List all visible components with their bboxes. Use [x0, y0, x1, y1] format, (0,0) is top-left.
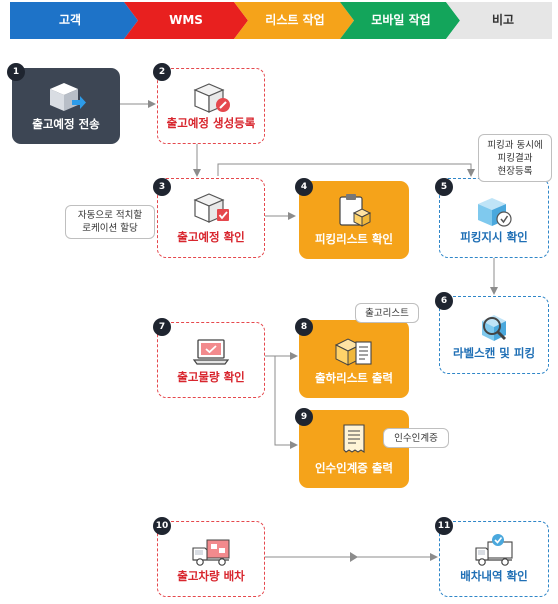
- stage-list-label: 리스트 작업: [265, 13, 325, 27]
- truck-check-icon: [472, 534, 516, 572]
- step-5-number: 5: [435, 178, 453, 196]
- handover-text: 인수인계증: [394, 432, 438, 444]
- step-2-number: 2: [153, 63, 171, 81]
- stage-chevrons: [10, 2, 552, 39]
- box-send-icon: [46, 80, 86, 118]
- step-7-label: 출고물량 확인: [177, 370, 245, 384]
- receipt-icon: [334, 422, 374, 460]
- step-9-label: 인수인계증 출력: [314, 461, 394, 475]
- picking-note-line3: 현장등록: [497, 165, 533, 177]
- box-edit-icon: [191, 81, 231, 119]
- step-4-check-picking-list[interactable]: 피킹리스트 확인: [299, 181, 409, 259]
- step-7-check-shipment-volume[interactable]: 출고물량 확인: [157, 322, 265, 398]
- picking-note-line1: 피킹과 동시에: [487, 139, 543, 151]
- step-9-print-handover-slip[interactable]: 인수인계증 출력: [299, 410, 409, 488]
- auto-location-line2: 로케이션 할당: [82, 223, 138, 234]
- auto-location-line1: 자동으로 적치할: [77, 210, 143, 221]
- stage-mobile-label: 모바일 작업: [371, 13, 431, 27]
- step-3-label: 출고예정 확인: [177, 230, 245, 244]
- step-8-number: 8: [295, 318, 313, 336]
- step-11-check-dispatch-history[interactable]: 배차내역 확인: [439, 521, 549, 597]
- stage-customer-label: 고객: [58, 13, 82, 27]
- step-4-label: 피킹리스트 확인: [314, 232, 394, 246]
- step-10-dispatch-vehicle[interactable]: 출고차량 배차: [157, 521, 265, 597]
- shipping-list-text: 출고리스트: [365, 307, 409, 319]
- step-1-number: 1: [7, 63, 25, 81]
- connector-10-11-mid-arrow: [350, 552, 358, 562]
- step-2-label: 출고예정 생성등록: [166, 116, 256, 130]
- shipping-list-callout: 출고리스트: [355, 303, 419, 323]
- auto-location-callout: 자동으로 적치할 로케이션 할당: [65, 205, 155, 239]
- stage-list-shape: [234, 2, 354, 39]
- step-6-label: 라벨스캔 및 피킹: [452, 346, 536, 360]
- stage-note-label: 비고: [491, 13, 515, 27]
- box-document-icon: [334, 334, 374, 372]
- truck-box-icon: [189, 534, 233, 572]
- step-9-number: 9: [295, 408, 313, 426]
- connector-7-9: [274, 356, 298, 449]
- picking-note-line2: 피킹결과: [497, 152, 533, 164]
- step-11-label: 배차내역 확인: [460, 569, 528, 583]
- box-verify-icon: [474, 195, 514, 233]
- laptop-check-icon: [191, 335, 231, 373]
- step-5-label: 피킹지시 확인: [460, 230, 528, 244]
- stage-mobile-shape: [340, 2, 460, 39]
- step-6-scan-and-pick[interactable]: 라벨스캔 및 피킹: [439, 296, 549, 374]
- picking-note-callout: 피킹과 동시에 피킹결과 현장등록: [478, 134, 552, 182]
- stage-note-shape: [446, 2, 552, 39]
- step-4-number: 4: [295, 178, 313, 196]
- step-10-label: 출고차량 배차: [177, 569, 245, 583]
- step-7-number: 7: [153, 318, 171, 336]
- stage-customer-shape: [10, 2, 138, 39]
- step-5-check-picking-order[interactable]: 피킹지시 확인: [439, 178, 549, 258]
- step-6-number: 6: [435, 292, 453, 310]
- process-stage-header: 고객 WMS 리스트 작업 모바일 작업 비고: [10, 2, 552, 39]
- stage-wms-label: WMS: [169, 13, 203, 27]
- step-8-label: 출하리스트 출력: [314, 371, 394, 385]
- step-11-number: 11: [435, 517, 453, 535]
- step-3-number: 3: [153, 178, 171, 196]
- step-1-send-shipment-plan[interactable]: 출고예정 전송: [12, 68, 120, 144]
- step-2-register-shipment-plan[interactable]: 출고예정 생성등록: [157, 68, 265, 144]
- clipboard-box-icon: [334, 193, 374, 233]
- connector-3-5: [217, 163, 475, 177]
- magnifier-scan-icon: [474, 309, 514, 349]
- handover-callout: 인수인계증: [383, 428, 449, 448]
- box-check-icon: [191, 191, 231, 229]
- stage-wms-shape: [124, 2, 248, 39]
- step-1-label: 출고예정 전송: [32, 117, 100, 131]
- step-8-print-shipping-list[interactable]: 출하리스트 출력: [299, 320, 409, 398]
- step-10-number: 10: [153, 517, 171, 535]
- step-3-check-shipment-plan[interactable]: 출고예정 확인: [157, 178, 265, 258]
